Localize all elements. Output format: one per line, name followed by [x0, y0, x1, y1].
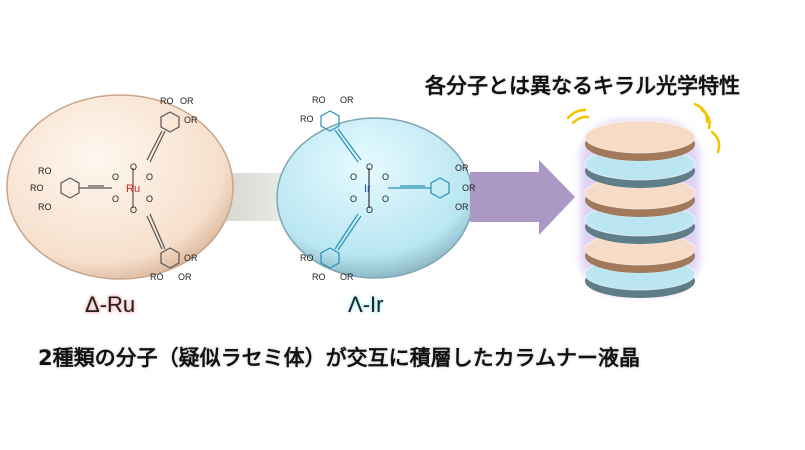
svg-text:O: O — [130, 162, 137, 172]
disc-stack — [584, 120, 696, 298]
svg-text:RO: RO — [30, 183, 44, 193]
caption: 2種類の分子（疑似ラセミ体）が交互に積層したカラムナー液晶 — [38, 346, 640, 370]
svg-text:OR: OR — [180, 96, 194, 106]
svg-text:OR: OR — [340, 272, 354, 282]
svg-text:OR: OR — [455, 163, 469, 173]
svg-text:O: O — [382, 172, 389, 182]
svg-text:RO: RO — [38, 166, 52, 176]
ru-metal: Ru — [126, 183, 140, 195]
svg-text:RO: RO — [312, 272, 326, 282]
arrow-right — [470, 160, 575, 235]
svg-text:OR: OR — [184, 253, 198, 263]
ru-label: Δ-Ru — [85, 292, 136, 317]
ir-atoms: RO OR RO OR OR OR RO RO OR O O O O O O I… — [300, 95, 476, 282]
heading: 各分子とは異なるキラル光学特性 — [425, 74, 740, 98]
ir-label: Λ-Ir — [348, 292, 384, 317]
svg-text:RO: RO — [150, 272, 164, 282]
svg-text:OR: OR — [340, 95, 354, 105]
ru-molecule — [60, 111, 180, 269]
svg-text:RO: RO — [38, 202, 52, 212]
svg-text:O: O — [130, 205, 137, 215]
svg-text:RO: RO — [312, 95, 326, 105]
svg-text:OR: OR — [178, 272, 192, 282]
svg-text:O: O — [382, 194, 389, 204]
svg-text:O: O — [366, 162, 373, 172]
svg-text:O: O — [350, 172, 357, 182]
svg-text:OR: OR — [184, 115, 198, 125]
peach-disc — [584, 120, 696, 161]
ir-molecule — [320, 110, 450, 269]
ru-atoms: RO OR OR RO RO RO OR RO OR O O O O O O R… — [30, 96, 198, 282]
svg-text:RO: RO — [300, 253, 314, 263]
svg-text:O: O — [350, 194, 357, 204]
svg-text:O: O — [112, 194, 119, 204]
vibration-marks — [566, 102, 721, 154]
svg-text:RO: RO — [300, 114, 314, 124]
svg-text:OR: OR — [462, 183, 476, 193]
svg-text:OR: OR — [455, 202, 469, 212]
svg-text:O: O — [146, 194, 153, 204]
ru-ellipse — [6, 94, 234, 280]
svg-text:O: O — [366, 205, 373, 215]
ir-metal: Ir — [364, 183, 371, 195]
svg-text:RO: RO — [160, 96, 174, 106]
svg-text:O: O — [146, 172, 153, 182]
svg-text:O: O — [112, 172, 119, 182]
